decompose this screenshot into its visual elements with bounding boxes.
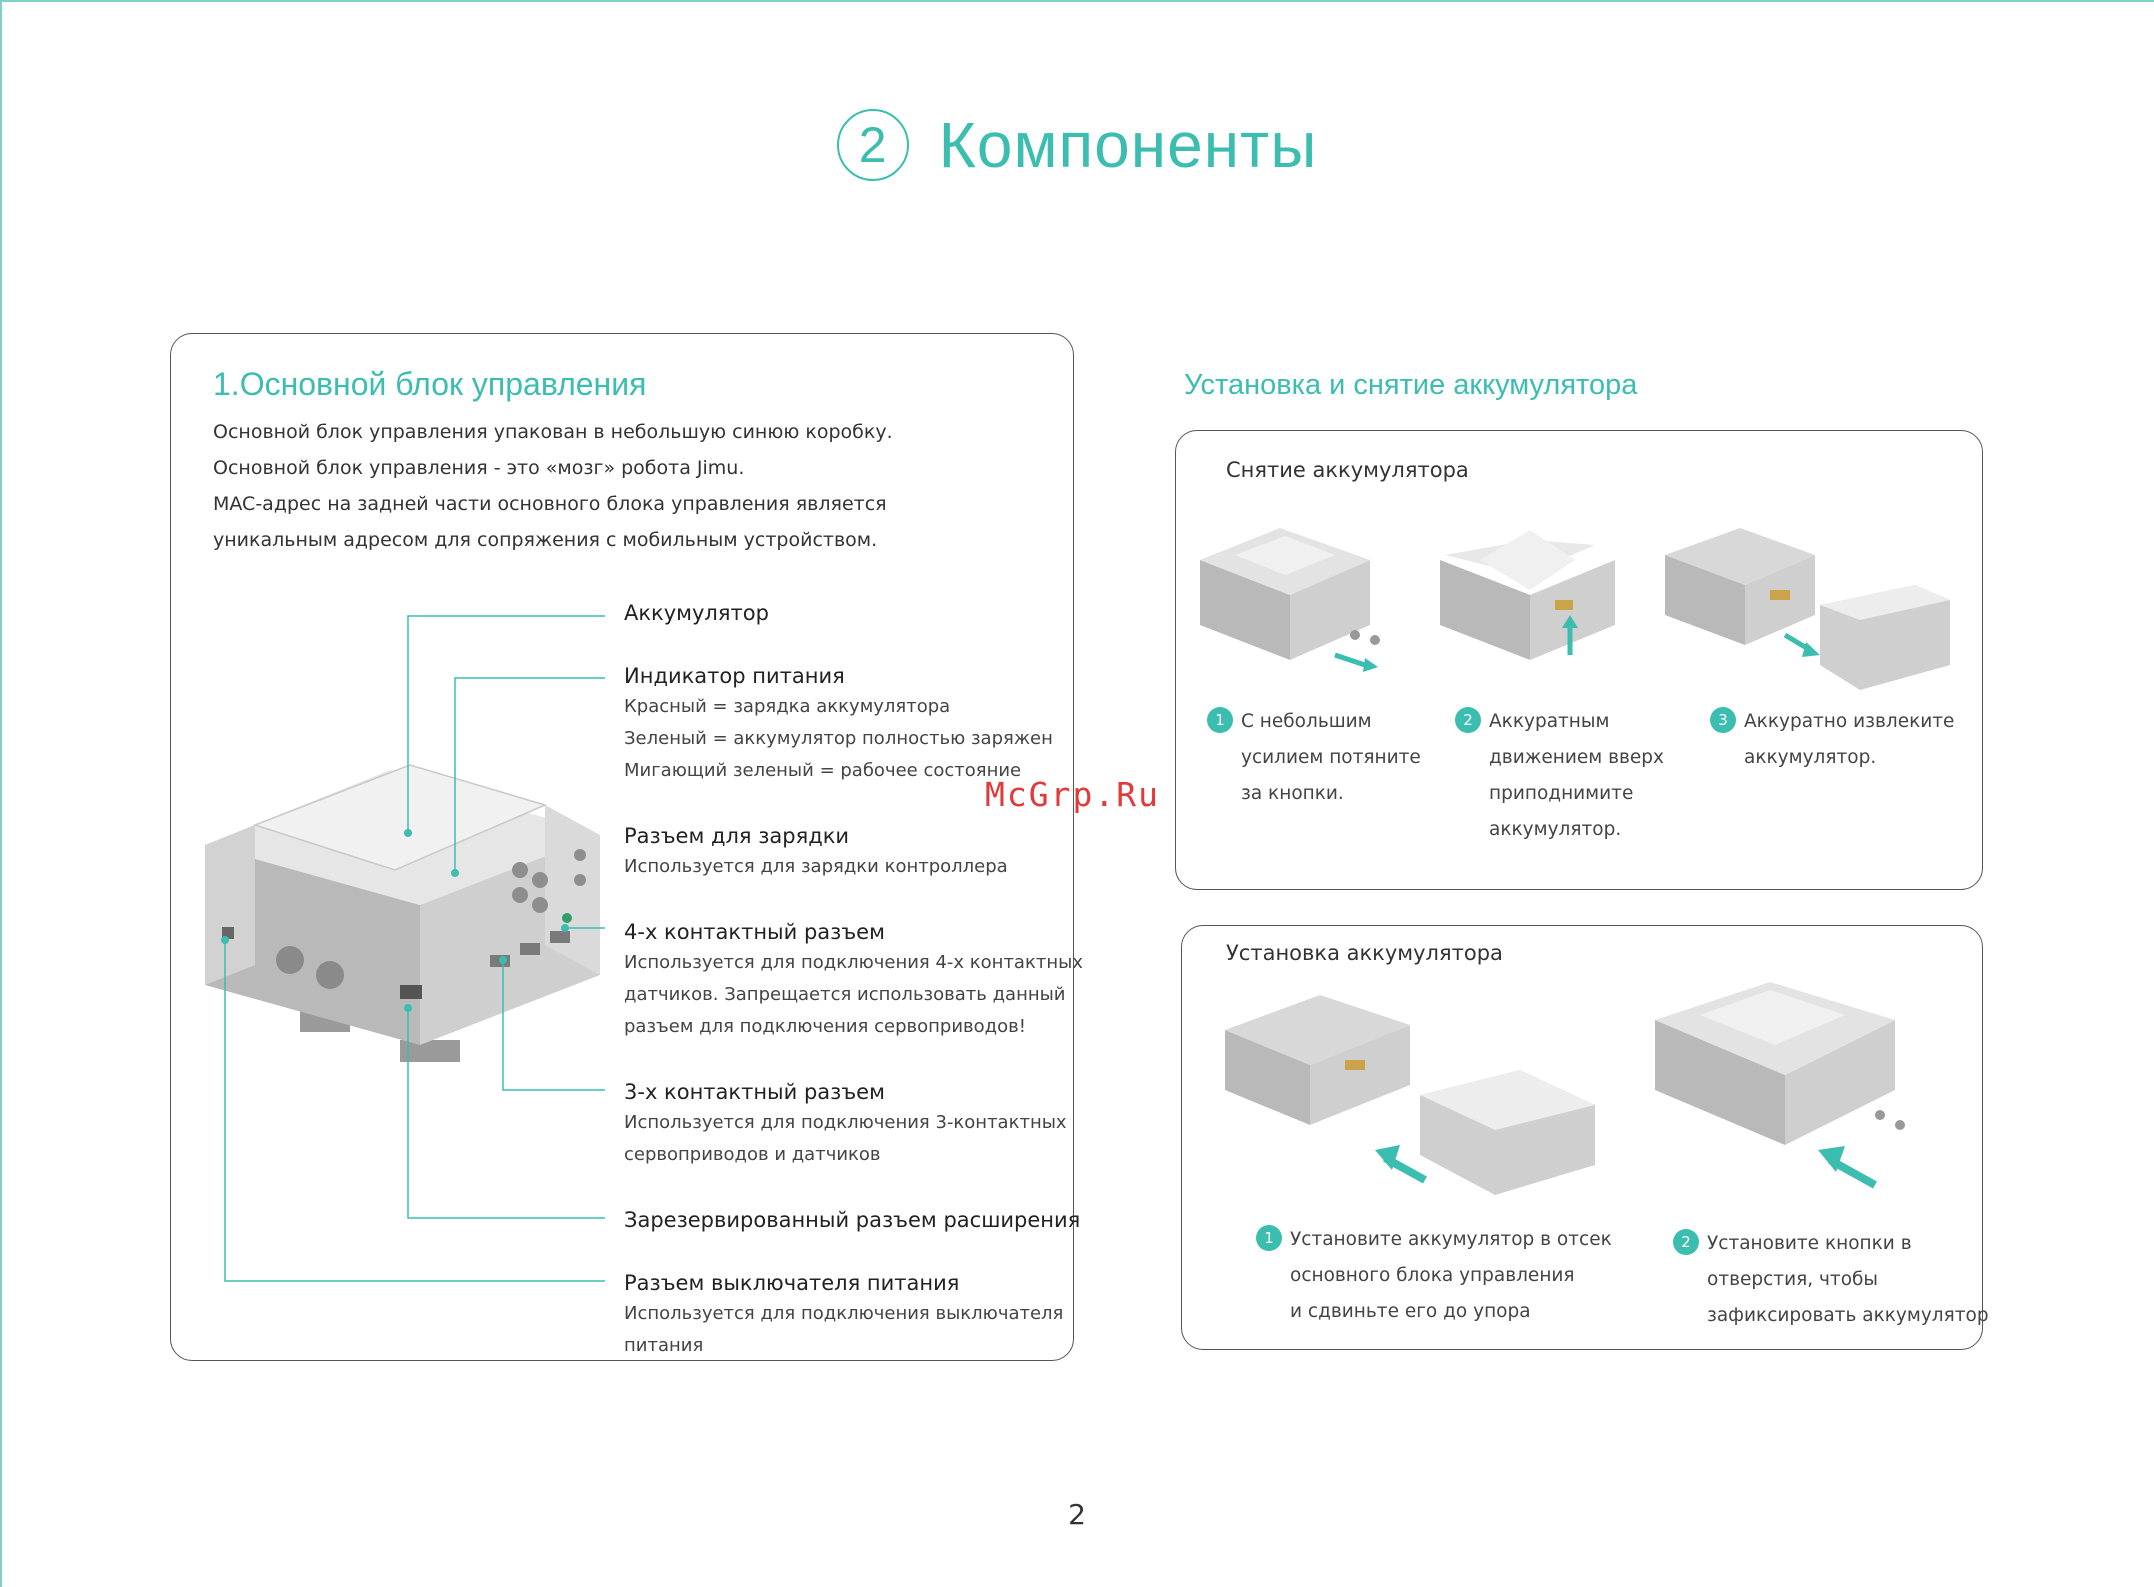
page-header: 2 Компоненты [0, 108, 2154, 182]
step-text-line: приподнимите [1489, 783, 1634, 804]
step-text-line: основного блока управления [1290, 1265, 1575, 1286]
section-number-badge: 2 [836, 109, 909, 181]
step-text-line: зафиксировать аккумулятор [1707, 1305, 1989, 1326]
step-number: 2 [1455, 707, 1481, 733]
step-text-line: усилием потяните [1241, 747, 1421, 768]
install-title: Установка аккумулятора [1226, 941, 1503, 965]
leader-dots [221, 829, 569, 1012]
step-text-line: отверстия, чтобы [1707, 1269, 1879, 1290]
step-number: 1 [1207, 707, 1233, 733]
label-charging-port: Разъем для зарядки Используется для заря… [624, 821, 1008, 883]
controller-illustration [205, 764, 600, 1062]
label-desc: Используется для зарядки контроллера [624, 856, 1008, 877]
page-edge-top [0, 0, 2154, 2]
label-desc: датчиков. Запрещается использовать данны… [624, 984, 1066, 1005]
label-desc: Используется для подключения выключателя [624, 1303, 1064, 1324]
step-number: 2 [1673, 1229, 1699, 1255]
label-desc: Зеленый = аккумулятор полностью заряжен [624, 728, 1053, 749]
step-text-line: аккумулятор. [1744, 747, 1877, 768]
removal-step-1-illustration [1200, 528, 1380, 672]
leader-lines [224, 615, 605, 1282]
step-text-line: Аккуратным [1489, 711, 1610, 732]
label-desc: Используется для подключения 3-контактны… [624, 1112, 1067, 1133]
removal-title: Снятие аккумулятора [1226, 458, 1469, 482]
install-step-2-illustration [1655, 982, 1905, 1189]
label-title: Индикатор питания [624, 664, 845, 688]
step-text-line: аккумулятор. [1489, 819, 1622, 840]
label-4pin-port: 4-х контактный разъем Используется для п… [624, 917, 1083, 1043]
watermark: McGrp.Ru [985, 775, 1160, 814]
intro-line: Основной блок управления - это «мозг» ро… [213, 457, 745, 479]
removal-step-2-illustration [1440, 530, 1615, 660]
label-power-indicator: Индикатор питания Красный = зарядка акку… [624, 661, 1053, 787]
step-text-line: Аккуратно извлеките [1744, 711, 1955, 732]
label-desc: разъем для подключения сервоприводов! [624, 1016, 1026, 1037]
intro-line: Основной блок управления упакован в небо… [213, 421, 893, 443]
label-title: Разъем выключателя питания [624, 1271, 960, 1295]
step-number: 3 [1710, 707, 1736, 733]
battery-section-title: Установка и снятие аккумулятора [1184, 369, 1638, 401]
page-edge-left [0, 0, 2, 1587]
label-reserved-port: Зарезервированный разъем расширения [624, 1205, 1080, 1235]
removal-step-1: 1 С небольшим усилием потяните за кнопки… [1207, 704, 1421, 812]
label-desc: Красный = зарядка аккумулятора [624, 696, 951, 717]
label-title: Зарезервированный разъем расширения [624, 1208, 1081, 1232]
install-step-1: 1 Установите аккумулятор в отсек основно… [1256, 1222, 1612, 1330]
step-number: 1 [1256, 1225, 1282, 1251]
page-title: Компоненты [938, 109, 1318, 181]
step-text-line: Установите кнопки в [1707, 1233, 1912, 1254]
step-text-line: движением вверх [1489, 747, 1664, 768]
label-desc: Используется для подключения 4-х контакт… [624, 952, 1083, 973]
main-unit-title: 1.Основной блок управления [213, 366, 647, 402]
removal-step-2: 2 Аккуратным движением вверх приподнимит… [1455, 704, 1664, 848]
label-desc: Мигающий зеленый = рабочее состояние [624, 760, 1022, 781]
label-desc: сервоприводов и датчиков [624, 1144, 881, 1165]
step-text-line: С небольшим [1241, 711, 1372, 732]
step-text-line: и сдвиньте его до упора [1290, 1301, 1531, 1322]
removal-step-3: 3 Аккуратно извлеките аккумулятор. [1710, 704, 1954, 776]
label-title: Аккумулятор [624, 601, 769, 625]
install-step-1-illustration [1225, 995, 1595, 1195]
label-title: 4-х контактный разъем [624, 920, 885, 944]
label-title: Разъем для зарядки [624, 824, 850, 848]
label-battery: Аккумулятор [624, 598, 769, 628]
label-3pin-port: 3-х контактный разъем Используется для п… [624, 1077, 1067, 1171]
page-number: 2 [1068, 1498, 1086, 1531]
step-text-line: Установите аккумулятор в отсек [1290, 1229, 1612, 1250]
label-title: 3-х контактный разъем [624, 1080, 885, 1104]
label-power-switch-port: Разъем выключателя питания Используется … [624, 1268, 1063, 1362]
intro-line: уникальным адресом для сопряжения с моби… [213, 529, 878, 551]
label-desc: питания [624, 1335, 704, 1356]
intro-line: MAC-адрес на задней части основного блок… [213, 493, 887, 515]
step-text-line: за кнопки. [1241, 783, 1344, 804]
main-unit-intro: Основной блок управления упакован в небо… [213, 414, 1053, 558]
install-step-2: 2 Установите кнопки в отверстия, чтобы з… [1673, 1226, 1989, 1334]
removal-step-3-illustration [1665, 528, 1950, 690]
